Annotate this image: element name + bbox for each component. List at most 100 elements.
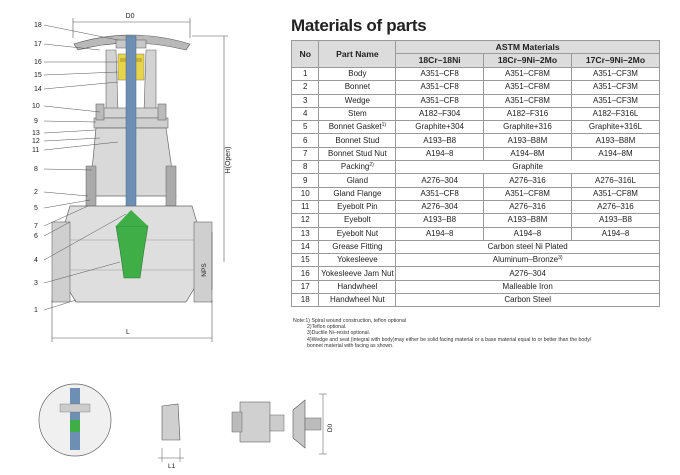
cell-material-col3: A351–CF8M (570, 186, 661, 201)
cell-part-name: Eyebolt Pin (318, 199, 397, 215)
cell-material-col1-text: A351–CF8 (420, 188, 459, 198)
svg-text:13: 13 (32, 130, 40, 137)
svg-text:6: 6 (34, 233, 38, 240)
cell-material-all: Aluminum–Bronze3) (395, 253, 660, 268)
cell-material-col1: A194–8 (395, 146, 484, 162)
cell-material-all-text: Carbon Steel (504, 295, 552, 305)
cell-material-col2: A194–8M (482, 146, 572, 162)
cell-material-all: Carbon Steel (395, 293, 660, 308)
cell-no-text: 16 (300, 268, 310, 278)
cell-part-name: Yokesleeve Jam Nut (318, 266, 397, 281)
cell-no: 8 (290, 160, 320, 175)
height-label: H(Open) (225, 147, 232, 174)
header-no: No (290, 40, 320, 68)
cell-material-col1-text: Graphite+304 (415, 122, 464, 132)
cell-material-col3: A351–CF3M (570, 93, 661, 108)
cell-material-col1: Graphite+304 (395, 120, 484, 135)
note-line: Note:1) Spiral wound construction, teflo… (293, 318, 407, 324)
svg-text:2: 2 (34, 189, 38, 196)
cell-part-name-text: Eyebolt Pin (337, 202, 378, 212)
cell-material-col2-text: A194–8M (510, 148, 545, 158)
table-row: 15 Yokesleeve Aluminum–Bronze3) (290, 253, 660, 268)
cell-material-col1-text: A194–8 (425, 148, 454, 158)
cell-no: 18 (290, 293, 320, 308)
cell-part-name-text: Handwheel Nut (330, 295, 385, 305)
cell-material-col1: A351–CF8 (395, 66, 484, 82)
cell-material-all-text: Graphite (512, 162, 543, 172)
cell-material-col3: Graphite+316L (570, 120, 661, 135)
cell-part-name: Gland (318, 173, 397, 188)
cell-part-name-text: Yokesleeve (337, 255, 378, 265)
cell-material-col3: A194–8 (570, 226, 661, 241)
cell-no-text: 10 (300, 188, 310, 198)
cell-no: 5 (290, 120, 320, 135)
cell-no: 15 (290, 253, 320, 268)
cell-part-name: Eyebolt (318, 213, 397, 228)
header-part-name: Part Name (318, 40, 397, 68)
footnote-mark: 3) (558, 255, 563, 262)
cell-material-col1: A182–F304 (395, 106, 484, 122)
svg-text:3: 3 (34, 280, 38, 287)
cell-material-col2: A182–F316 (482, 106, 572, 122)
cell-material-col2-text: A276–316 (509, 175, 546, 185)
cell-part-name-text: Bonnet Stud (335, 135, 380, 145)
cell-material-col2: A351–CF8M (482, 80, 572, 95)
cell-material-col2: A193–B8M (482, 133, 572, 148)
cell-material-col3: A276–316L (570, 173, 661, 188)
cell-material-col1-text: A193–B8 (423, 135, 457, 145)
cell-material-all-text: Carbon steel Ni Plated (487, 242, 568, 251)
cell-no: 14 (290, 239, 320, 255)
cell-material-col3-text: A351–CF8M (593, 188, 638, 198)
note-line: 2)Teflon optional. (307, 324, 347, 331)
cell-material-col3-text: Graphite+316L (588, 122, 643, 132)
footnote-mark: 2) (369, 162, 374, 169)
cell-part-name-text: Body (348, 69, 367, 79)
cell-material-col1-text: A194–8 (425, 228, 454, 238)
cell-no: 12 (290, 213, 320, 228)
table-row: 18 Handwheel Nut Carbon Steel (290, 293, 660, 308)
cell-material-col3: A351–CF3M (570, 66, 661, 82)
length-dimension (51, 300, 213, 342)
cell-material-col1: A276–304 (395, 173, 484, 188)
cell-material-col2-text: A351–CF8M (505, 188, 550, 198)
cell-material-col2-text: A351–CF8M (505, 95, 550, 105)
cell-material-col1-text: A276–304 (421, 175, 458, 185)
length-label: L (126, 329, 130, 336)
cell-material-col3-text: A194–8M (598, 148, 633, 158)
svg-text:7: 7 (34, 223, 38, 230)
svg-text:8: 8 (34, 166, 38, 173)
cell-material-col1-text: A182–F304 (418, 109, 461, 119)
gate-valve-drawing: D0 H(Open) NP (32, 13, 285, 470)
cell-no: 10 (290, 186, 320, 201)
cell-material-col2-text: A351–CF8M (505, 69, 550, 79)
cell-no-text: 14 (300, 242, 310, 251)
cell-no: 11 (290, 199, 320, 215)
cell-no-text: 6 (303, 135, 308, 145)
cell-material-col3: A194–8M (570, 146, 661, 162)
cell-material-col3: A182–F316L (570, 106, 661, 122)
cell-material-col2: A276–316 (482, 199, 572, 215)
svg-text:4: 4 (34, 257, 38, 264)
cell-part-name: Eyebolt Nut (318, 226, 397, 241)
cell-no: 7 (290, 146, 320, 162)
cell-part-name: Handwheel Nut (318, 293, 397, 308)
cell-no: 4 (290, 106, 320, 122)
cell-part-name: Handwheel (318, 279, 397, 295)
cell-material-col2-text: A193–B8M (507, 135, 548, 145)
cell-material-col2: A351–CF8M (482, 93, 572, 108)
cell-material-col3-text: A276–316 (597, 202, 634, 212)
cell-material-col2-text: A193–B8M (507, 215, 548, 225)
cell-part-name-text: Eyebolt Nut (336, 228, 379, 238)
cell-part-name-text: Gland (346, 175, 369, 185)
cell-part-name: Bonnet (318, 80, 397, 95)
cell-no: 1 (290, 66, 320, 82)
cell-no-text: 9 (303, 175, 308, 185)
